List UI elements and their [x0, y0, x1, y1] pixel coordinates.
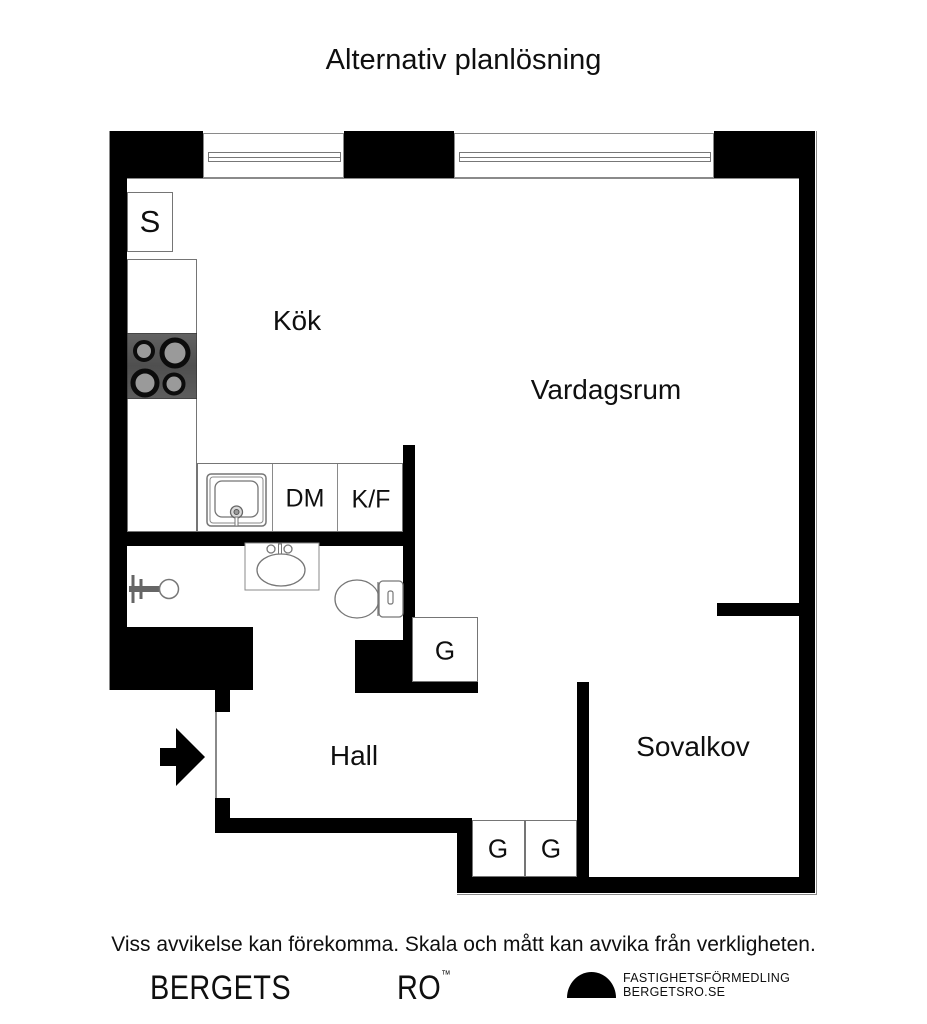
wall-top-right	[714, 131, 815, 178]
fixture-label-fridge-freezer: K/F	[351, 485, 391, 514]
room-label-kitchen: Kök	[272, 305, 322, 336]
wall-bottom	[457, 877, 815, 893]
washbasin-icon	[244, 542, 320, 591]
room-label-living-room: Vardagsrum	[530, 374, 682, 405]
brand-wordmark-ro: RO™	[397, 969, 451, 1008]
page-title: Alternativ planlösning	[325, 44, 602, 76]
wall-entry-stub-top	[215, 690, 230, 712]
disclaimer-text: Viss avvikelse kan förekomma. Skala och …	[111, 933, 816, 956]
counter-divider	[272, 464, 273, 531]
wall-alcove-stub-right	[717, 603, 799, 616]
trademark-symbol: ™	[441, 969, 451, 981]
toilet-icon	[334, 579, 404, 619]
fixture-label-cupboard: S	[139, 204, 161, 239]
room-label-hall: Hall	[329, 740, 379, 771]
wall-hall-bottom	[215, 818, 472, 833]
window-kitchen	[203, 133, 344, 178]
brand-ro-text: RO	[397, 969, 442, 1007]
wardrobe-hall-box	[412, 617, 478, 682]
wall-hairline	[109, 131, 110, 690]
agency-text: FASTIGHETSFÖRMEDLING BERGETSRO.SE	[623, 971, 791, 999]
window-glass	[208, 152, 341, 162]
dome-logo-icon	[567, 972, 616, 998]
wall-hairline	[127, 178, 799, 179]
agency-line-2: BERGETSRO.SE	[623, 984, 726, 999]
counter-divider	[337, 464, 338, 531]
wardrobe-entry-box-2	[525, 820, 577, 877]
fixture-label-dishwasher: DM	[285, 484, 325, 513]
room-label-sleeping-alcove: Sovalkov	[636, 731, 750, 762]
fixture-label-wardrobe-hall: G	[434, 635, 456, 666]
wall-kitchen-right	[403, 445, 415, 640]
fixture-label-wardrobe-entry-2: G	[540, 833, 562, 864]
wall-right	[799, 131, 815, 893]
stove-icon	[127, 333, 197, 399]
wall-sleeping-alcove	[577, 682, 589, 893]
fixture-label-wardrobe-entry-1: G	[487, 833, 509, 864]
wall-under-hall-wardrobe	[355, 682, 478, 693]
kitchen-sink-icon	[206, 473, 267, 527]
entrance-arrow-icon	[160, 728, 205, 786]
brand-wordmark-bergets: BERGETS	[150, 969, 292, 1007]
wall-hairline	[816, 131, 817, 894]
wall-hairline	[457, 894, 817, 895]
wall-left	[110, 131, 127, 690]
wall-southwest-block	[110, 627, 253, 690]
cupboard-box	[127, 192, 173, 252]
wall-top-middle	[344, 131, 454, 178]
wall-entry-stub-bottom	[215, 798, 230, 818]
agency-line-1: FASTIGHETSFÖRMEDLING	[623, 971, 791, 985]
entry-door-opening	[215, 712, 217, 798]
wardrobe-entry-box-1	[472, 820, 525, 877]
window-living-room	[454, 133, 714, 178]
wall-bathroom-top	[110, 532, 415, 546]
wall-hall-corner	[457, 833, 472, 893]
shower-tap-icon	[129, 575, 180, 603]
window-glass	[459, 152, 711, 162]
